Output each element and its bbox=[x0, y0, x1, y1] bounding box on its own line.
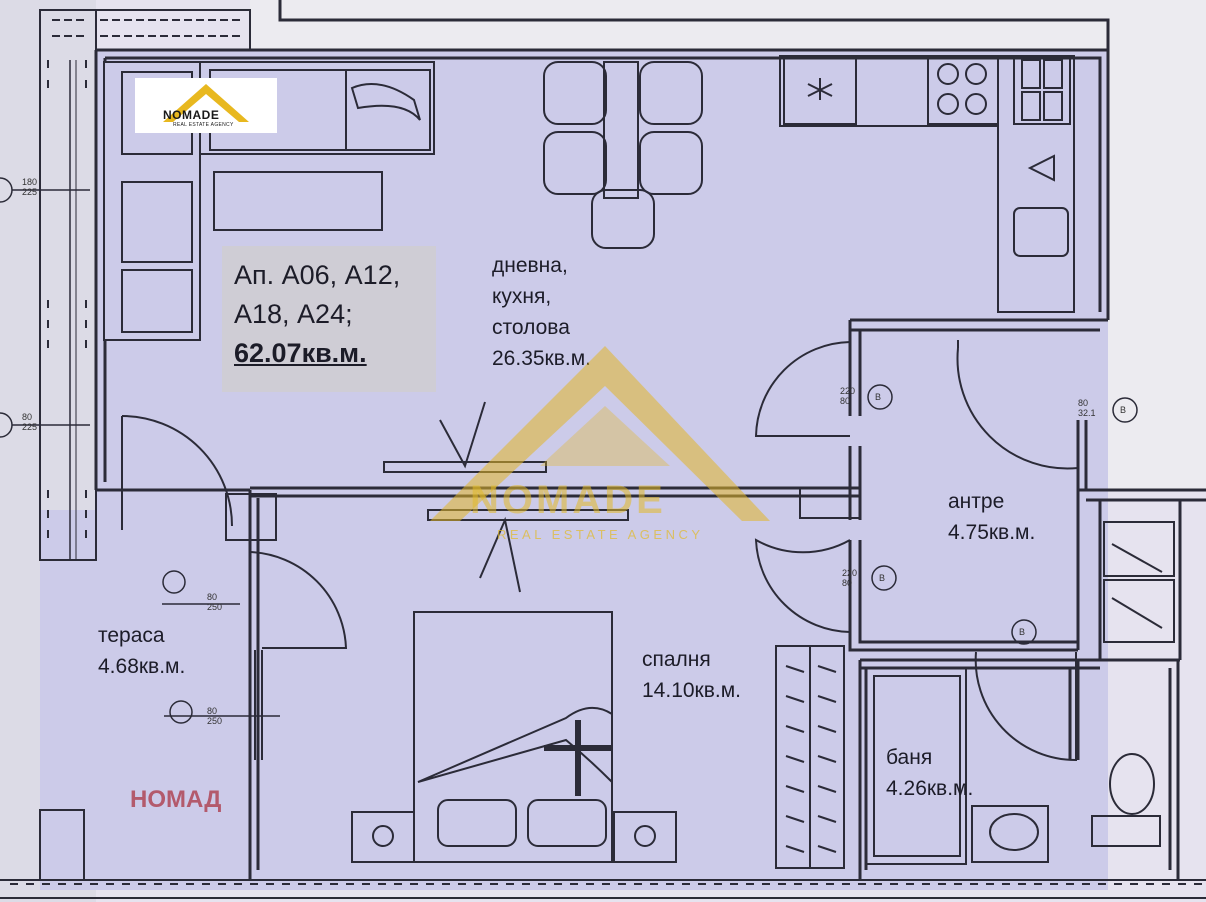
room-label-living: дневна, кухня, столова 26.35кв.м. bbox=[492, 254, 592, 370]
logo-tagline: REAL ESTATE AGENCY bbox=[173, 122, 234, 128]
room-label-bedroom: спалня 14.10кв.м. bbox=[642, 648, 742, 702]
exterior-wall-hatch bbox=[39, 9, 251, 561]
watermark-tagline: REAL ESTATE AGENCY bbox=[497, 527, 704, 542]
door-tag: В bbox=[1019, 627, 1026, 637]
doors bbox=[754, 340, 1079, 762]
terrace-door bbox=[121, 415, 348, 760]
apartment-numbers: Ап. А06, А12, bbox=[234, 260, 401, 290]
room-label-terrace: тераса 4.68кв.м. bbox=[98, 624, 186, 678]
apartment-label: Ап. А06, А12, А18, А24; 62.07кв.м. bbox=[222, 246, 436, 392]
apartment-numbers-2: А18, А24; bbox=[234, 299, 353, 329]
door-tag: В bbox=[879, 573, 886, 583]
watermark-house-icon bbox=[430, 346, 770, 521]
kitchen bbox=[779, 55, 1075, 313]
apartment-total-area: 62.07кв.м. bbox=[234, 338, 367, 368]
watermark-name: NOMADE bbox=[470, 478, 666, 522]
agency-stamp: НОМАД bbox=[130, 786, 222, 813]
logo-house-icon bbox=[163, 84, 249, 122]
door-tag: В bbox=[875, 392, 882, 402]
bathroom-fixtures bbox=[865, 521, 1175, 865]
dining-table bbox=[543, 61, 703, 249]
room-label-bathroom: баня 4.26кв.м. bbox=[886, 746, 974, 800]
wardrobe bbox=[775, 645, 845, 869]
bottom-wall-hatch bbox=[0, 809, 1206, 899]
logo-name: NOMADE bbox=[163, 108, 220, 122]
walls bbox=[94, 0, 1206, 880]
bed bbox=[351, 611, 677, 863]
room-label-hall: антре 4.75кв.м. bbox=[948, 490, 1036, 544]
door-tag: В bbox=[1120, 405, 1127, 415]
brand-logo: NOMADE REAL ESTATE AGENCY bbox=[135, 78, 277, 133]
